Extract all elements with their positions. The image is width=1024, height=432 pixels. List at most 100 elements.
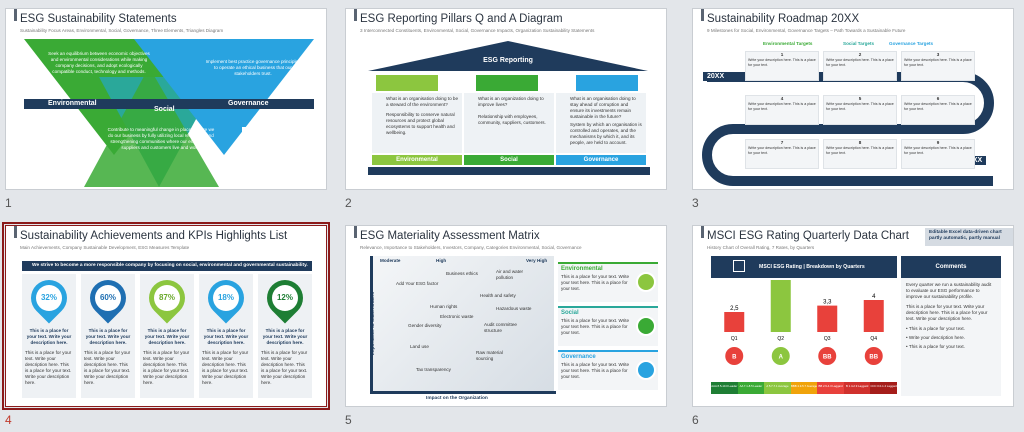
title-marker bbox=[701, 9, 704, 21]
matrix-point: Business ethics bbox=[446, 271, 478, 276]
scale-aa: AA 7.1-8.5 Leader bbox=[737, 382, 765, 394]
title-marker bbox=[354, 226, 357, 238]
rating-badge-label: B bbox=[732, 355, 737, 361]
title-marker bbox=[14, 9, 17, 21]
slide-thumbnail-1[interactable]: ESG Sustainability Statements Sustainabi… bbox=[5, 8, 337, 224]
matrix-point: Health and safety bbox=[480, 293, 516, 298]
label-band bbox=[24, 99, 314, 109]
environmental-text: Seek an equilibrium between economic obj… bbox=[48, 51, 150, 74]
category-governance: Governance This is a place for your text… bbox=[558, 350, 658, 390]
matrix-point: Air and water pollution bbox=[496, 269, 524, 280]
y-axis-label: Importance to Stakeholders bbox=[371, 291, 377, 356]
slide-thumbnail-6[interactable]: MSCI ESG Rating Quarterly Data Chart His… bbox=[692, 225, 1024, 432]
slide-title: MSCI ESG Rating Quarterly Data Chart bbox=[707, 230, 909, 242]
scale-aaa: AAA 8.5-10.0 Leader bbox=[711, 382, 738, 394]
slide-subtitle: Relevance, Importance to Stakeholders, I… bbox=[360, 245, 582, 250]
soc-qa-box: What is an organization doing to improve… bbox=[464, 93, 554, 153]
env-answer: Responsibility to conserve natural resou… bbox=[386, 111, 455, 135]
roadmap-path bbox=[702, 72, 994, 186]
governance-label: Governance bbox=[228, 100, 269, 107]
slide-title: ESG Materiality Assessment Matrix bbox=[360, 230, 540, 242]
center-triangle bbox=[84, 67, 219, 187]
slide-6-canvas: MSCI ESG Rating Quarterly Data Chart His… bbox=[692, 225, 1014, 407]
env-question: What is an organisation doing to be a st… bbox=[386, 96, 459, 107]
kpi-value: 18% bbox=[213, 285, 239, 311]
slide-number: 5 bbox=[345, 413, 352, 427]
slide-thumbnail-4[interactable]: Sustainability Achievements and KPIs Hig… bbox=[2, 222, 337, 432]
title-marker bbox=[701, 226, 704, 238]
quarter-label: Q2 bbox=[777, 336, 784, 342]
x-axis-label: Impact on the Organization bbox=[426, 396, 488, 401]
title-marker bbox=[14, 226, 17, 238]
kpi-list: 32% This is a place for your text. Write… bbox=[22, 272, 312, 398]
quarter-label: Q4 bbox=[870, 336, 877, 342]
env-pillar-icon-box bbox=[376, 75, 438, 91]
level-high: High bbox=[436, 258, 447, 263]
kpi-heading: This is a place for your text. Write you… bbox=[85, 328, 131, 345]
rating-bar-q3 bbox=[817, 305, 838, 332]
handshake-icon bbox=[636, 316, 656, 336]
rating-badge bbox=[818, 347, 837, 365]
editable-note: Editable Excel data-driven chart partly … bbox=[925, 228, 1013, 246]
legend-social: Social Targets bbox=[843, 41, 875, 46]
rating-bar-q1 bbox=[724, 312, 745, 332]
foundation-bar bbox=[368, 167, 650, 175]
level-very-high: Very High bbox=[526, 258, 548, 263]
soc-base-label: Social bbox=[464, 155, 554, 165]
gov-qa-box: What is an organisation doing to stay ah… bbox=[556, 93, 646, 153]
comment-bullet: • Write your description here. bbox=[906, 334, 965, 340]
governance-triangle bbox=[134, 39, 314, 155]
legend-governance: Governance Targets bbox=[889, 41, 934, 46]
x-axis bbox=[370, 391, 556, 394]
category-environmental: Environmental This is a place for your t… bbox=[558, 262, 658, 302]
matrix-point: Hazardous waste bbox=[496, 306, 532, 311]
kpi-heading: This is a place for your text. Write you… bbox=[203, 328, 249, 345]
matrix-point: Gender diversity bbox=[408, 323, 442, 328]
kpi-card: 12% This is a place for your text. Write… bbox=[258, 272, 312, 398]
bar-value-label: 2,5 bbox=[730, 306, 739, 312]
kpi-heading: This is a place for your text. Write you… bbox=[144, 328, 190, 345]
triangles-diagram bbox=[24, 39, 314, 187]
slide-subtitle: Main Achievements, Company Sustainable D… bbox=[20, 245, 190, 250]
bar-value-label: 4 bbox=[872, 294, 876, 300]
soc-pillar-icon-box bbox=[476, 75, 538, 91]
slide-thumbnail-5[interactable]: ESG Materiality Assessment Matrix Releva… bbox=[345, 225, 677, 432]
slide-number: 2 bbox=[345, 196, 352, 210]
soc-answer: Relationship with employees, community, … bbox=[478, 113, 546, 125]
slide-number: 4 bbox=[5, 413, 12, 427]
title-marker bbox=[354, 9, 357, 21]
kpi-body: This is a place for your text. Write you… bbox=[25, 350, 72, 385]
gov-answer: System by which an organisation is contr… bbox=[570, 121, 642, 145]
scale-a: A 5.7-7.1 Average bbox=[764, 382, 791, 394]
kpi-value: 60% bbox=[95, 285, 121, 311]
governance-text: Implement best practice governance princ… bbox=[205, 59, 301, 76]
slide-4-canvas: Sustainability Achievements and KPIs Hig… bbox=[2, 222, 330, 410]
comments-title: Comments bbox=[901, 256, 1001, 278]
slide-number: 1 bbox=[5, 196, 12, 210]
slide-thumbnail-3[interactable]: Sustainability Roadmap 20XX 9 Milestones… bbox=[692, 8, 1024, 224]
bank-icon bbox=[242, 127, 260, 145]
gov-base-label: Governance bbox=[556, 155, 646, 165]
gov-question: What is an organisation doing to stay ah… bbox=[570, 96, 636, 119]
rating-badge-label: BB bbox=[869, 355, 878, 361]
slide-title: ESG Sustainability Statements bbox=[20, 13, 177, 25]
scale-bb: BB 2.9-4.3 Laggard bbox=[817, 382, 844, 394]
slide-subtitle: 9 Milestones for Social, Environmental, … bbox=[707, 28, 906, 33]
mission-banner: We strive to become a more responsible c… bbox=[22, 261, 312, 271]
slide-title: ESG Reporting Pillars Q and A Diagram bbox=[360, 13, 563, 25]
slide-number: 6 bbox=[692, 413, 699, 427]
rating-bar-q2 bbox=[770, 280, 791, 332]
kpi-heading: This is a place for your text. Write you… bbox=[262, 328, 308, 345]
y-axis bbox=[370, 256, 373, 394]
kpi-value: 87% bbox=[154, 285, 180, 311]
comment-bullet: • This is a place for your text. bbox=[906, 325, 965, 331]
slide-thumbnail-2[interactable]: ESG Reporting Pillars Q and A Diagram 3 … bbox=[345, 8, 677, 224]
matrix-point: Audit committee structure bbox=[484, 322, 517, 333]
kpi-card: 87% This is a place for your text. Write… bbox=[140, 272, 194, 398]
roof-shape bbox=[368, 41, 648, 71]
